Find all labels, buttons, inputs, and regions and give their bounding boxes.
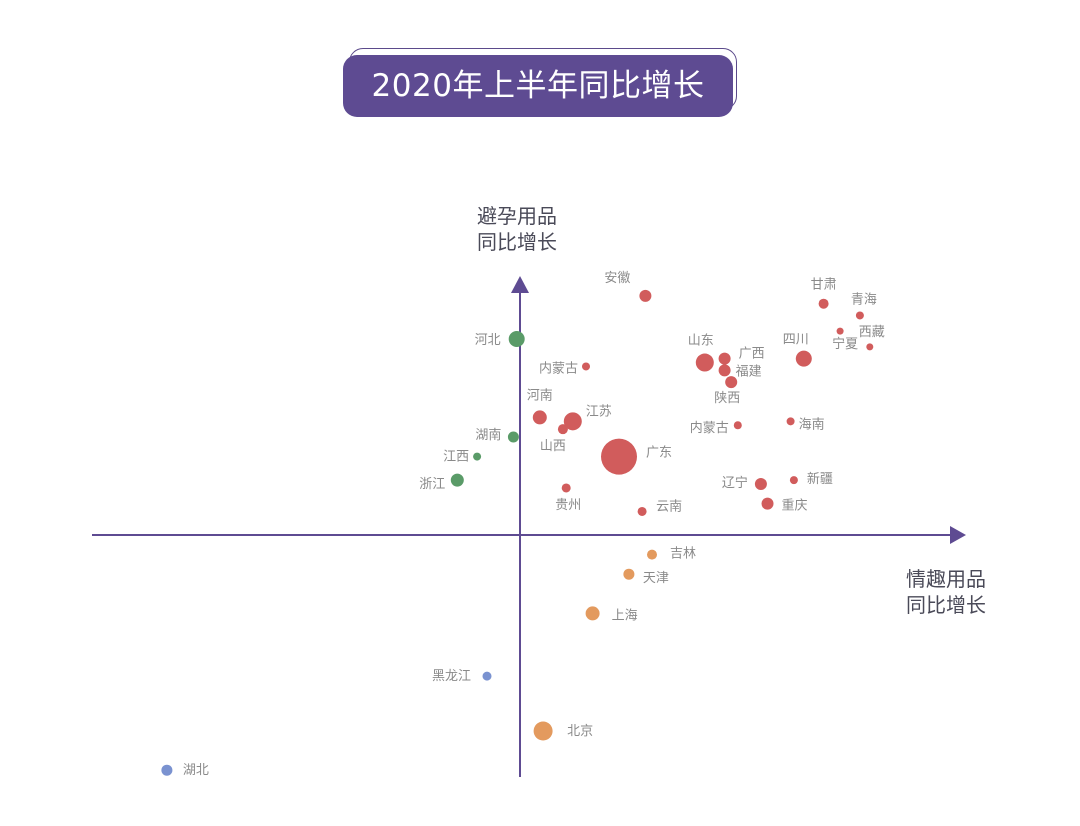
points-layer xyxy=(161,289,874,776)
point-label-16: 海南 xyxy=(799,416,825,432)
y-axis-label-line1: 避孕用品 xyxy=(477,204,557,228)
labels-layer: 安徽甘肃青海宁夏西藏四川河北内蒙古山东广西福建陕西河南江苏山西内蒙古海南湖南江西… xyxy=(183,271,885,778)
point-0 xyxy=(639,289,652,302)
point-label-25: 云南 xyxy=(656,498,682,514)
point-label-20: 浙江 xyxy=(419,477,445,492)
point-label-9: 广西 xyxy=(739,347,765,362)
point-label-22: 辽宁 xyxy=(722,475,748,491)
y-axis-label-line2: 同比增长 xyxy=(477,230,557,254)
point-15 xyxy=(733,421,742,430)
point-21 xyxy=(789,476,798,485)
point-label-10: 福建 xyxy=(736,364,762,379)
point-28 xyxy=(585,606,600,621)
chart-title: 2020年上半年同比增长 xyxy=(343,55,733,117)
x-axis-arrow xyxy=(950,526,966,544)
point-16 xyxy=(786,417,795,426)
point-label-13: 江苏 xyxy=(586,403,612,419)
point-12 xyxy=(532,410,547,425)
point-label-14: 山西 xyxy=(540,439,566,454)
point-label-4: 西藏 xyxy=(859,325,885,340)
point-label-27: 天津 xyxy=(643,571,669,586)
point-14 xyxy=(557,424,568,435)
point-19 xyxy=(601,438,637,475)
point-9 xyxy=(718,352,731,365)
point-23 xyxy=(561,483,571,493)
point-25 xyxy=(637,506,647,516)
point-label-2: 青海 xyxy=(851,292,877,307)
x-axis-label: 情趣用品 同比增长 xyxy=(906,566,986,618)
point-label-19: 广东 xyxy=(646,446,672,461)
point-label-17: 湖南 xyxy=(475,427,501,443)
point-30 xyxy=(533,721,553,741)
point-20 xyxy=(450,473,464,487)
axes xyxy=(92,276,966,777)
point-4 xyxy=(866,343,874,351)
point-24 xyxy=(761,497,774,510)
point-1 xyxy=(818,298,829,309)
x-axis-label-line2: 同比增长 xyxy=(906,593,986,617)
point-10 xyxy=(718,364,731,377)
point-26 xyxy=(647,549,657,560)
point-label-6: 河北 xyxy=(475,333,501,348)
point-27 xyxy=(623,568,635,580)
x-axis-label-line1: 情趣用品 xyxy=(906,567,986,591)
point-label-28: 上海 xyxy=(612,608,638,623)
point-13 xyxy=(563,412,582,431)
point-8 xyxy=(695,353,714,372)
point-7 xyxy=(582,362,590,371)
point-label-7: 内蒙古 xyxy=(539,360,578,376)
point-18 xyxy=(473,452,482,461)
point-17 xyxy=(507,431,519,443)
point-6 xyxy=(508,331,525,347)
point-5 xyxy=(795,350,812,367)
point-11 xyxy=(725,376,738,389)
point-label-31: 湖北 xyxy=(183,763,209,778)
point-label-18: 江西 xyxy=(443,450,469,465)
point-31 xyxy=(161,764,173,776)
point-3 xyxy=(836,327,844,335)
point-label-1: 甘肃 xyxy=(811,278,837,293)
chart-title-container: 2020年上半年同比增长 xyxy=(343,48,737,118)
point-label-11: 陕西 xyxy=(714,391,740,406)
point-label-5: 四川 xyxy=(783,333,809,348)
point-label-26: 吉林 xyxy=(670,547,696,562)
point-label-30: 北京 xyxy=(567,724,593,739)
point-label-12: 河南 xyxy=(527,387,553,403)
point-label-23: 贵州 xyxy=(555,498,581,513)
point-22 xyxy=(754,478,767,491)
point-label-15: 内蒙古 xyxy=(690,420,729,436)
point-label-3: 宁夏 xyxy=(832,336,858,352)
point-label-21: 新疆 xyxy=(807,471,833,487)
y-axis-label: 避孕用品 同比增长 xyxy=(477,203,557,255)
y-axis-arrow xyxy=(511,276,529,293)
point-29 xyxy=(482,671,492,681)
point-label-8: 山东 xyxy=(688,334,714,349)
point-label-29: 黑龙江 xyxy=(432,669,471,684)
point-label-24: 重庆 xyxy=(782,498,808,514)
point-label-0: 安徽 xyxy=(604,271,630,286)
point-2 xyxy=(855,311,864,320)
